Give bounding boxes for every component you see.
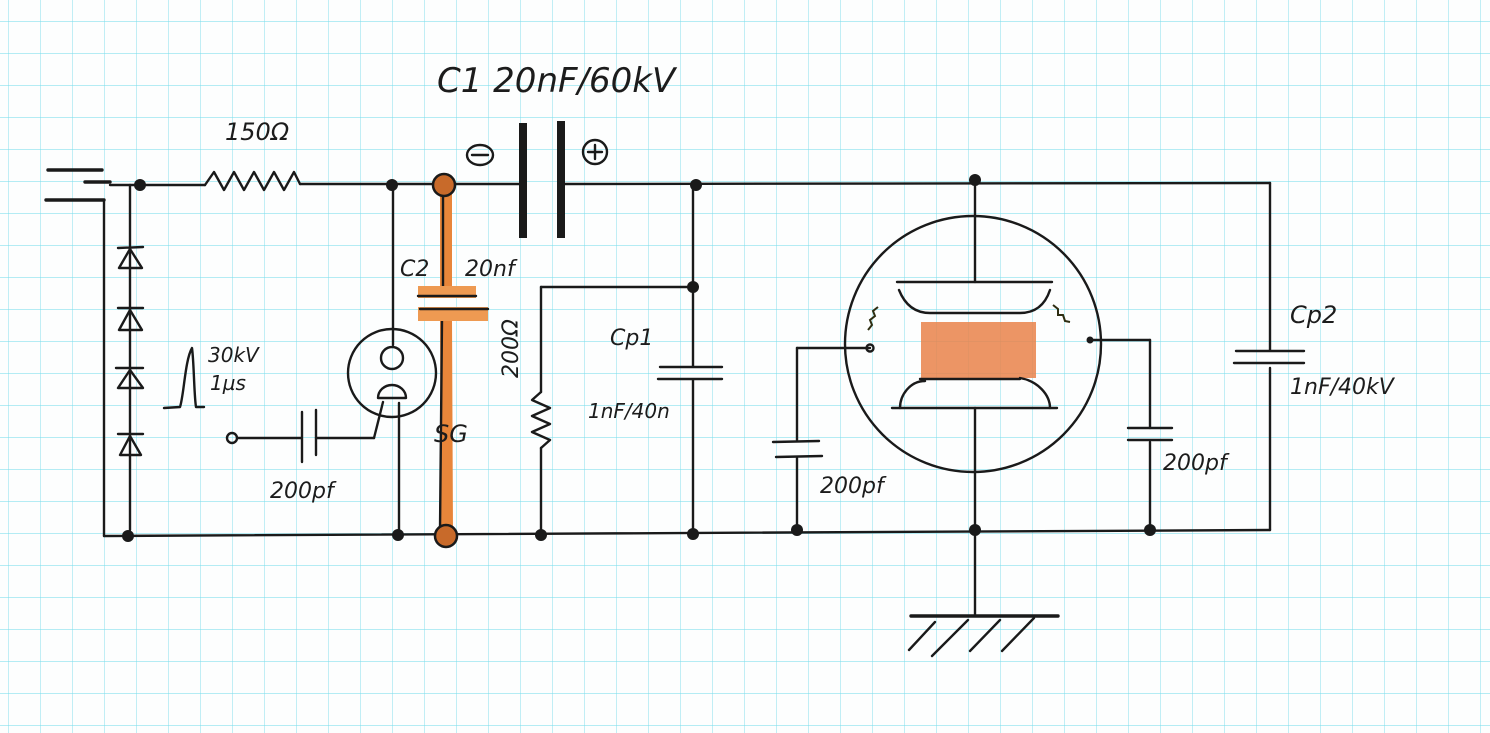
- bottom-bus-wire: [102, 528, 1272, 538]
- trigger-capacitor-icon: [300, 408, 318, 464]
- polarity-plus-icon: [581, 138, 609, 166]
- capacitor-c1-icon: [519, 121, 565, 238]
- r2-label: 200Ω: [499, 319, 524, 378]
- resistor-150-icon: [203, 170, 302, 192]
- cp1-name-label: Cp1: [610, 326, 653, 351]
- capacitor-cp2-icon: [1232, 349, 1306, 365]
- diode-stack: [114, 183, 145, 532]
- trigger-tube-icon: [346, 183, 438, 537]
- diode-icon: [116, 432, 145, 457]
- capacitor-cp1-icon: [656, 182, 724, 536]
- junction-dots: [122, 174, 1156, 542]
- capacitor-c2-icon: [416, 172, 490, 549]
- cp1-value-label: 1nF/40n: [588, 399, 670, 423]
- discharge-chamber-icon: [843, 182, 1103, 618]
- cp2-name-label: Cp2: [1290, 301, 1337, 329]
- cp2-value-label: 1nF/40kV: [1290, 375, 1396, 400]
- pulse-waveform-icon: [162, 346, 206, 410]
- ground-icon: [907, 614, 1060, 658]
- dc-source-icon: [44, 168, 112, 202]
- left-probe-cap-label: 200pf: [820, 474, 887, 499]
- trigger-cap-label: 200pf: [270, 479, 337, 504]
- diode-icon: [114, 366, 145, 390]
- capacitor-right-probe-icon: [1088, 338, 1174, 532]
- polarity-minus-icon: [465, 143, 495, 167]
- spark-gap-label: SG: [434, 420, 468, 448]
- top-bus-wire: [108, 181, 1272, 187]
- c2-name-label: C2: [400, 257, 429, 282]
- trigger-input-terminal: [225, 431, 239, 445]
- capacitor-left-probe-icon: [771, 346, 872, 532]
- pulse-amplitude-label: 30kV: [208, 343, 260, 367]
- c1-label: C1 20nF/60kV: [437, 61, 678, 101]
- c2-value-label: 20nf: [465, 257, 518, 282]
- plasma-region: [921, 322, 1036, 378]
- pulse-duration-label: 1µs: [210, 371, 246, 395]
- resistor-200-icon: [530, 285, 695, 537]
- diode-icon: [116, 306, 145, 332]
- diode-icon: [116, 245, 145, 270]
- right-probe-cap-label: 200pf: [1163, 451, 1230, 476]
- r1-label: 150Ω: [225, 118, 290, 146]
